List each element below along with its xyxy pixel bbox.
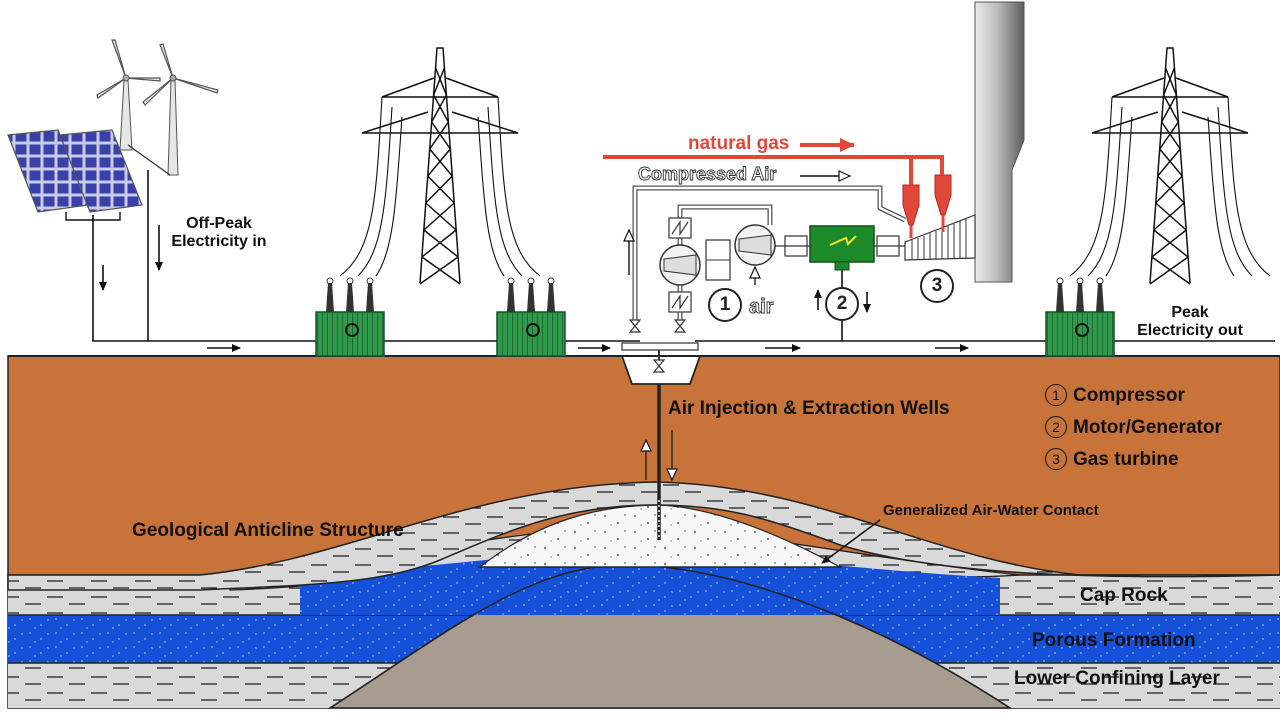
wind-turbines	[96, 39, 219, 176]
compressed-air-label: Compressed Air	[638, 164, 777, 185]
natural-gas-label: natural gas	[688, 133, 790, 154]
cap-rock-arch	[7, 481, 1280, 591]
porous-formation-label: Porous Formation	[1032, 630, 1196, 651]
solar-panels	[7, 129, 143, 221]
motor-generator	[809, 225, 875, 263]
lower-confining-label: Lower Confining Layer	[1014, 668, 1220, 689]
subsurface	[7, 355, 1280, 709]
transmission-towers	[339, 47, 1271, 285]
transformer	[1045, 277, 1115, 357]
cap-rock-label: Cap Rock	[1080, 585, 1168, 606]
anticline-label: Geological Anticline Structure	[132, 520, 404, 541]
turbine-number: 3	[920, 269, 954, 303]
transformers	[315, 277, 1115, 357]
exhaust-stack	[974, 1, 1025, 283]
wells-label: Air Injection & Extraction Wells	[668, 398, 950, 419]
compressor-number: 1	[708, 288, 742, 322]
air-intake-label: air	[749, 296, 774, 319]
transformer	[315, 277, 385, 357]
generator-number: 2	[825, 287, 859, 321]
air-water-contact-label: Generalized Air-Water Contact	[883, 502, 1099, 519]
transmission-tower	[1069, 47, 1271, 285]
transmission-tower	[339, 47, 541, 285]
transformer	[496, 277, 566, 357]
plant	[603, 1, 1025, 373]
